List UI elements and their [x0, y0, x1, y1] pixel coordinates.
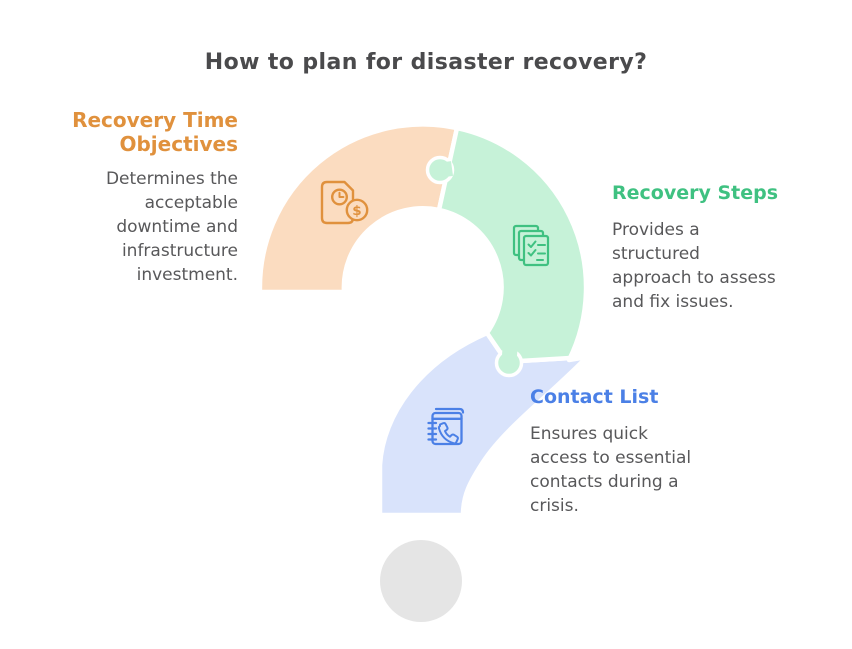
document-clock-dollar-icon: $	[320, 180, 369, 225]
section-description-contact-list: Ensures quick access to essential contac…	[530, 424, 692, 516]
section-description-recovery-steps: Provides a structured approach to assess…	[612, 220, 776, 312]
puzzle-knob-bottom-neck	[501, 347, 518, 364]
section-heading-recovery-steps: Recovery Steps	[612, 182, 779, 204]
puzzle-piece-contact-list	[377, 330, 590, 518]
section-recovery-steps: Recovery Steps Provides a structured app…	[612, 182, 840, 314]
checklist-icon	[512, 224, 550, 267]
phone-book-icon	[427, 407, 465, 446]
section-contact-list: Contact List Ensures quick access to ess…	[530, 386, 728, 518]
dollar-glyph: $	[352, 203, 361, 219]
question-mark-dot	[380, 540, 462, 622]
puzzle-knob-top-neck	[439, 161, 454, 178]
section-heading-recovery-time: Recovery Time Objectives	[72, 108, 238, 156]
section-description-recovery-time: Determines the acceptable downtime and i…	[105, 169, 238, 285]
section-heading-contact-list: Contact List	[530, 386, 659, 408]
page-title: How to plan for disaster recovery?	[204, 50, 648, 75]
section-recovery-time: Recovery Time Objectives Determines the …	[0, 108, 238, 287]
